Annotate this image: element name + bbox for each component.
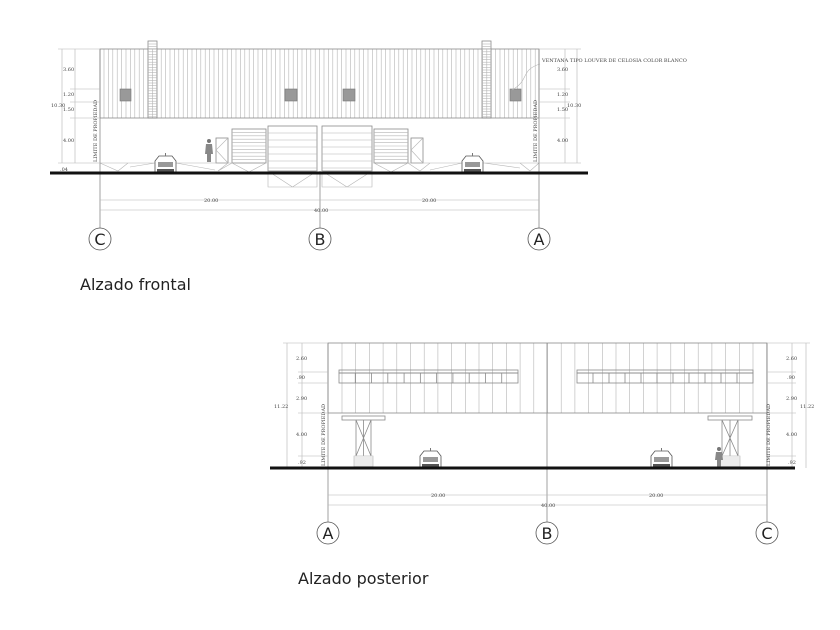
span-left: 20.00	[204, 198, 218, 204]
car	[650, 448, 673, 468]
car	[461, 153, 484, 173]
main-gate	[267, 125, 318, 172]
louver-window	[119, 88, 132, 102]
axis-marker-b: B	[308, 227, 332, 251]
front-gates	[215, 125, 424, 188]
rear-elevation: LIMITE DE PROPIEDAD LIMITE DE PROPIEDAD …	[270, 342, 814, 588]
axis-marker-b: B	[535, 521, 559, 545]
louver-window	[509, 88, 522, 102]
svg-text:B: B	[315, 230, 326, 249]
property-limit-label: LIMITE DE PROPIEDAD	[533, 100, 539, 162]
axis-marker-c: C	[88, 227, 112, 251]
main-gate	[321, 125, 373, 172]
dim-left-4: 4.00	[63, 138, 74, 144]
window-sill	[576, 369, 754, 374]
note-leader	[511, 63, 541, 91]
dim-right-5: .92	[788, 460, 796, 466]
span-total: 40.00	[541, 503, 555, 509]
canopy-beam	[341, 415, 386, 421]
ladder	[481, 40, 492, 119]
canopy-beam	[707, 415, 753, 421]
door-panel	[215, 137, 229, 164]
dim-left-3: 1.50	[63, 107, 74, 113]
front-facade-cladding	[103, 49, 536, 118]
svg-text:B: B	[542, 524, 553, 543]
span-total: 40.00	[314, 208, 328, 214]
door-panel	[410, 137, 424, 164]
car	[154, 153, 177, 173]
total-height-left: 11.22	[274, 404, 288, 410]
dim-right-3: 2.90	[786, 396, 797, 402]
louver-window	[342, 88, 356, 102]
dim-left-5: .92	[298, 460, 306, 466]
dim-right-4: 4.00	[557, 138, 568, 144]
dim-left-2: .90	[297, 375, 305, 381]
span-right: 20.00	[422, 198, 436, 204]
property-limit-label: LIMITE DE PROPIEDAD	[766, 404, 772, 466]
dim-right-3: 1.50	[557, 107, 568, 113]
total-height-left: 10.30	[51, 103, 65, 109]
dim-right-2: .90	[787, 375, 795, 381]
axis-marker-c: C	[755, 521, 779, 545]
axis-marker-a: A	[316, 521, 340, 545]
window-note: VENTANA TIPO LOUVER DE CELOSIA COLOR BLA…	[541, 58, 687, 64]
louver-window	[284, 88, 298, 102]
svg-text:A: A	[323, 524, 334, 543]
rear-facade-cladding	[341, 343, 768, 413]
dim-left-3: 2.90	[296, 396, 307, 402]
front-elevation-title: Alzado frontal	[80, 275, 191, 294]
dim-right-2: 1.20	[557, 92, 568, 98]
total-height-right: 11.22	[800, 404, 814, 410]
dim-right-1: 2.60	[786, 356, 797, 362]
rear-elevation-title: Alzado posterior	[298, 569, 429, 588]
svg-text:C: C	[94, 230, 105, 249]
person-figure	[205, 139, 213, 162]
dim-left-1: 3.60	[63, 67, 74, 73]
total-height-right: 10.30	[567, 103, 581, 109]
axis-marker-a: A	[527, 227, 551, 251]
front-ladders	[147, 40, 492, 119]
svg-text:C: C	[761, 524, 772, 543]
dim-left-1: 2.60	[296, 356, 307, 362]
property-limit-label: LIMITE DE PROPIEDAD	[321, 404, 327, 466]
rear-window-strip	[338, 369, 754, 384]
car	[419, 448, 442, 468]
ladder	[147, 40, 158, 119]
window-band	[576, 372, 754, 384]
base-dim: .04	[60, 167, 68, 173]
property-limit-label: LIMITE DE PROPIEDAD	[93, 100, 99, 162]
svg-text:A: A	[534, 230, 545, 249]
window-sill	[338, 369, 519, 374]
dim-left-2: 1.20	[63, 92, 74, 98]
window-band	[338, 372, 519, 384]
dim-left-4: 4.00	[296, 432, 307, 438]
span-left: 20.00	[431, 493, 445, 499]
span-right: 20.00	[649, 493, 663, 499]
dim-right-4: 4.00	[786, 432, 797, 438]
front-elevation: VENTANA TIPO LOUVER DE CELOSIA COLOR BLA…	[50, 40, 687, 294]
person-figure	[715, 447, 723, 467]
dim-right-1: 3.60	[557, 67, 568, 73]
